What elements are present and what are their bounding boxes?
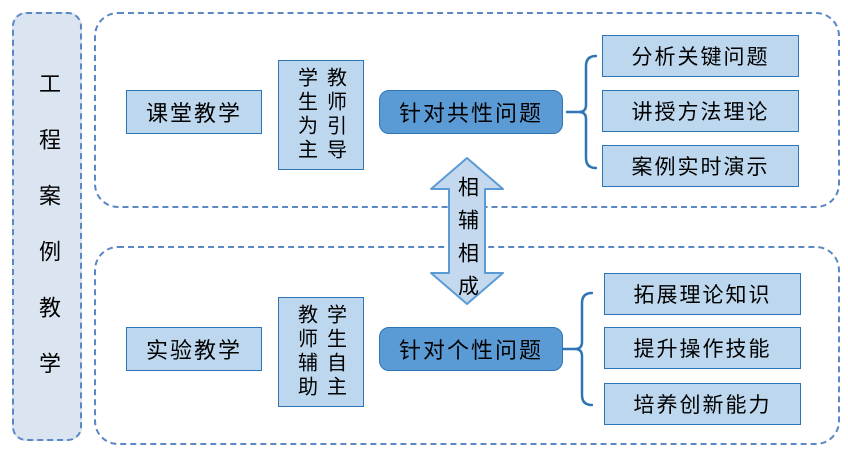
focus-common-problems-box: 针对共性问题 bbox=[379, 90, 563, 134]
sidebar-title-label: 工程案例教学 bbox=[35, 72, 60, 408]
outcome-label: 提升操作技能 bbox=[633, 337, 772, 361]
outcome-label: 讲授方法理论 bbox=[631, 100, 770, 124]
experiment-teaching-box: 实验教学 bbox=[126, 327, 262, 371]
classroom-roles-box: 学生为主 教师引导 bbox=[278, 60, 364, 170]
outcome-box: 拓展理论知识 bbox=[604, 273, 801, 315]
experiment-teaching-label: 实验教学 bbox=[145, 339, 242, 364]
classroom-teaching-label: 课堂教学 bbox=[145, 102, 242, 127]
arrow-caption-label: 相辅相成 bbox=[455, 176, 480, 308]
outcome-box: 分析关键问题 bbox=[602, 35, 799, 77]
role-teacher-guides-label: 教师引导 bbox=[323, 67, 348, 163]
brace-icon bbox=[566, 54, 597, 170]
outcome-box: 培养创新能力 bbox=[604, 383, 801, 425]
outcome-label: 培养创新能力 bbox=[633, 393, 772, 417]
classroom-teaching-box: 课堂教学 bbox=[126, 90, 262, 134]
double-arrow-icon bbox=[430, 157, 504, 305]
outcome-label: 分析关键问题 bbox=[631, 45, 770, 69]
sidebar-title-box: 工程案例教学 bbox=[12, 12, 82, 441]
outcome-label: 拓展理论知识 bbox=[633, 283, 772, 307]
outcome-box: 讲授方法理论 bbox=[602, 90, 799, 132]
experiment-roles-box: 教师辅助 学生自主 bbox=[278, 297, 364, 407]
role-students-lead-label: 学生为主 bbox=[294, 67, 319, 163]
role-students-autonomous-label: 学生自主 bbox=[323, 304, 348, 400]
arrow-caption: 相辅相成 bbox=[429, 176, 505, 308]
outcome-label: 案例实时演示 bbox=[631, 155, 770, 179]
outcome-box: 案例实时演示 bbox=[602, 145, 799, 187]
focus-common-problems-label: 针对共性问题 bbox=[398, 102, 543, 127]
brace-icon bbox=[562, 291, 593, 407]
group-classroom-teaching: 课堂教学 学生为主 教师引导 针对共性问题 分析关键问题 讲授方法理论 案例实时… bbox=[94, 12, 840, 208]
focus-individual-problems-label: 针对个性问题 bbox=[398, 339, 543, 364]
role-teacher-assists-label: 教师辅助 bbox=[294, 304, 319, 400]
outcome-box: 提升操作技能 bbox=[604, 327, 801, 369]
focus-individual-problems-box: 针对个性问题 bbox=[379, 327, 563, 371]
